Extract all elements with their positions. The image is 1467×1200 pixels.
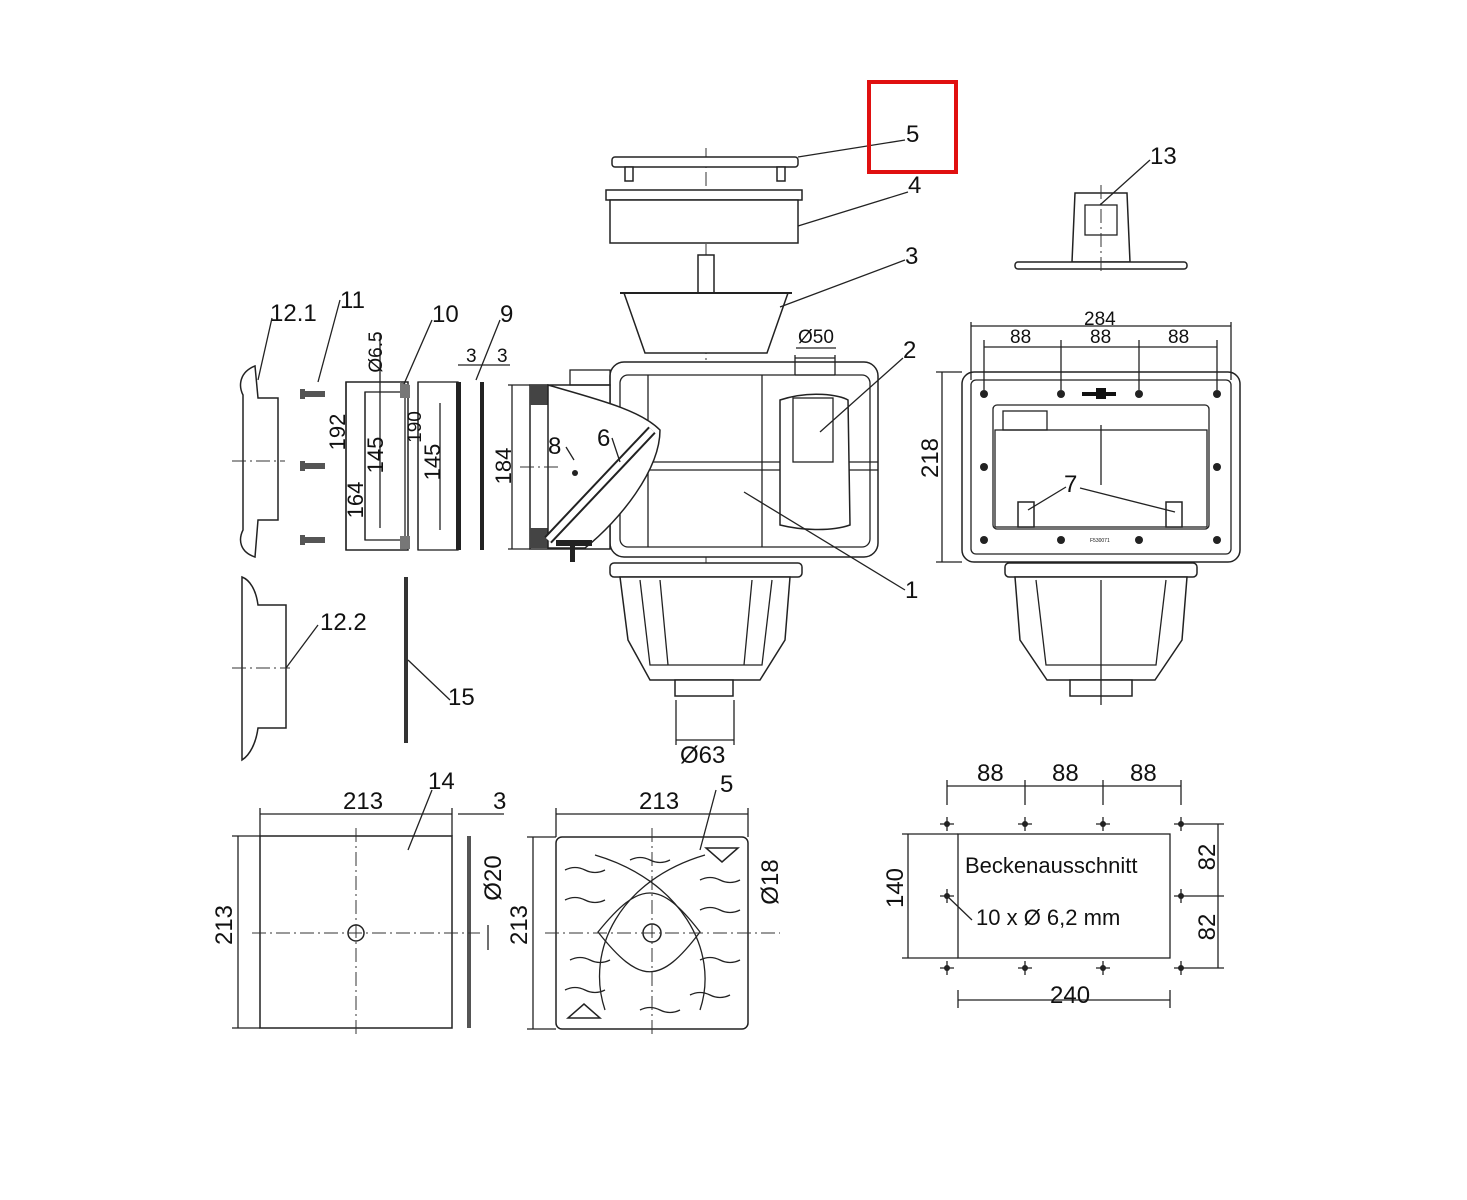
part-14-cover [232, 789, 504, 1035]
dim-cutout-82: 82 [1194, 914, 1221, 941]
cutout-holes-spec: 10 x Ø 6,2 mm [976, 905, 1120, 930]
dim-88: 88 [1168, 327, 1189, 348]
front-view [936, 322, 1241, 705]
pool-cutout-diagram [902, 780, 1224, 1008]
dim-lid-width: 213 [639, 788, 679, 815]
exploded-side-view [508, 139, 909, 745]
dim-88: 88 [1010, 327, 1031, 348]
dim-cutout-88: 88 [977, 760, 1004, 787]
dim-cover-height: 213 [211, 905, 238, 945]
dim-gasket-thickness: 3 [466, 346, 477, 367]
part-4-adjustment-ring [605, 189, 803, 244]
callout-12-1: 12.1 [270, 300, 317, 327]
callout-12-2: 12.2 [320, 609, 367, 636]
callout-13: 13 [1150, 143, 1177, 170]
callout-5-lid-top: 5 [720, 771, 733, 798]
dim-145: 145 [420, 444, 445, 481]
callout-8: 8 [548, 433, 561, 460]
callout-11: 11 [340, 287, 365, 314]
dim-cutout-88: 88 [1130, 760, 1157, 787]
dim-184: 184 [491, 448, 516, 485]
part-5-lid-top-view [527, 789, 780, 1035]
dim-cutout-140: 140 [882, 868, 909, 908]
callout-labels: 5 4 3 13 12.1 11 10 9 2 8 6 7 1 12.2 15 … [270, 121, 1177, 798]
dim-145: 145 [363, 437, 388, 474]
callout-2: 2 [903, 337, 916, 364]
dim-d6-5: Ø6.5 [366, 331, 387, 372]
dim-lid-height: 213 [506, 905, 533, 945]
callout-10: 10 [432, 301, 459, 328]
dim-d20: Ø20 [480, 855, 507, 900]
callout-7: 7 [1064, 471, 1077, 498]
dim-192: 192 [325, 414, 350, 451]
dim-284: 284 [1084, 309, 1116, 330]
dimension-labels: 3 3 Ø6.5 Ø50 284 88 88 88 218 192 190 14… [211, 309, 1221, 1009]
dim-cutout-240: 240 [1050, 982, 1090, 1009]
dim-164: 164 [343, 482, 368, 519]
callout-4: 4 [908, 172, 921, 199]
dim-88: 88 [1090, 327, 1111, 348]
left-parts [232, 299, 510, 762]
callout-6: 6 [597, 425, 610, 452]
dim-cover-width: 213 [343, 788, 383, 815]
part-5-lid [611, 156, 799, 182]
callout-15: 15 [448, 684, 475, 711]
dim-d63: Ø63 [680, 742, 725, 769]
dim-d18: Ø18 [757, 859, 784, 904]
part-3-basket [620, 254, 792, 354]
cutout-title: Beckenausschnitt [965, 853, 1137, 878]
callout-14: 14 [428, 768, 455, 795]
dim-gasket-thickness: 3 [497, 346, 508, 367]
highlight-box [867, 80, 958, 174]
dim-cover-thickness: 3 [493, 788, 506, 815]
part-1-skimmer-body [529, 355, 879, 697]
dim-cutout-88: 88 [1052, 760, 1079, 787]
dim-218: 218 [917, 438, 944, 478]
callout-1: 1 [905, 577, 918, 604]
callout-9: 9 [500, 301, 513, 328]
callout-5-lid: 5 [906, 121, 919, 148]
part-13-connector [1014, 159, 1188, 275]
dim-190: 190 [405, 411, 426, 443]
dim-d50: Ø50 [798, 327, 834, 348]
callout-3: 3 [905, 243, 918, 270]
dim-cutout-82: 82 [1194, 844, 1221, 871]
part-code: F530071 [1090, 538, 1110, 544]
